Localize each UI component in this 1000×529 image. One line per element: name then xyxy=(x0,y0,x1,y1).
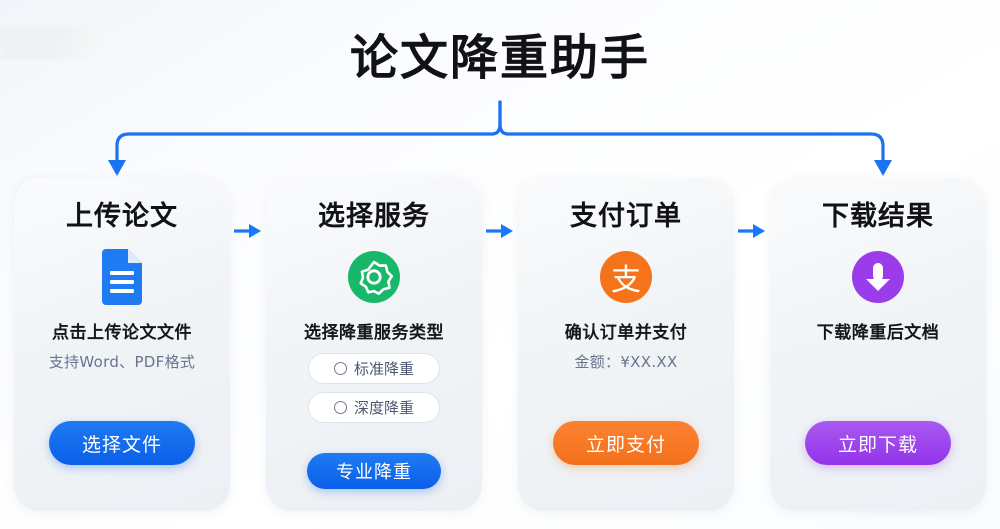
step-arrow-3 xyxy=(734,178,770,511)
page-title: 论文降重助手 xyxy=(349,30,650,86)
alipay-glyph: 支 xyxy=(611,263,641,298)
arrow-right-icon xyxy=(486,224,513,238)
step-description: 确认订单并支付 xyxy=(564,323,688,343)
step-card-payment[interactable]: 支付订单 支 确认订单并支付 金额：¥XX.XX 立即支付 xyxy=(518,178,734,511)
service-options: 标准降重 深度降重 xyxy=(308,353,440,423)
step-title: 下载结果 xyxy=(822,201,934,232)
option-label: 标准降重 xyxy=(353,360,414,378)
step-description: 点击上传论文文件 xyxy=(52,323,192,343)
radio-circle-icon xyxy=(333,401,347,414)
arrow-down-icon-left xyxy=(108,160,126,176)
step-subtext: 支持Word、PDF格式 xyxy=(48,353,196,371)
step-description: 下载降重后文档 xyxy=(816,323,940,343)
radio-option-standard[interactable]: 标准降重 xyxy=(308,353,440,384)
document-icon xyxy=(99,248,145,306)
step-title: 上传论文 xyxy=(66,201,178,232)
arrow-right-icon xyxy=(234,224,261,238)
step-arrow-2 xyxy=(482,178,518,511)
download-icon xyxy=(852,248,904,306)
step-card-service[interactable]: 选择服务 选择降重服务类型 标准降重 深度降重 专业降重 xyxy=(266,178,482,511)
step-description: 选择降重服务类型 xyxy=(304,323,444,343)
professional-service-button[interactable]: 专业降重 xyxy=(307,453,441,489)
select-file-button[interactable]: 选择文件 xyxy=(49,421,195,465)
pay-now-button[interactable]: 立即支付 xyxy=(553,421,699,465)
step-title: 选择服务 xyxy=(318,201,430,232)
step-title: 支付订单 xyxy=(570,201,682,232)
arrow-down-icon-right xyxy=(874,160,892,176)
arrow-right-icon xyxy=(738,224,765,238)
option-label: 深度降重 xyxy=(353,399,414,417)
background-artifact-block xyxy=(0,26,100,60)
step-card-upload[interactable]: 上传论文 点击上传论文文件 支持Word、PDF格式 选择文件 xyxy=(14,178,230,511)
radio-circle-icon xyxy=(333,362,347,375)
gear-icon xyxy=(348,248,400,306)
bracket-connector xyxy=(108,100,892,176)
alipay-icon: 支 xyxy=(600,248,652,306)
step-arrow-1 xyxy=(230,178,266,511)
step-card-download[interactable]: 下载结果 下载降重后文档 立即下载 xyxy=(770,178,986,511)
download-now-button[interactable]: 立即下载 xyxy=(805,421,951,465)
steps-container: 上传论文 点击上传论文文件 支持Word、PDF格式 选择文件 选择服务 xyxy=(14,178,986,511)
order-amount: 金额：¥XX.XX xyxy=(574,353,678,371)
radio-option-deep[interactable]: 深度降重 xyxy=(308,392,440,423)
